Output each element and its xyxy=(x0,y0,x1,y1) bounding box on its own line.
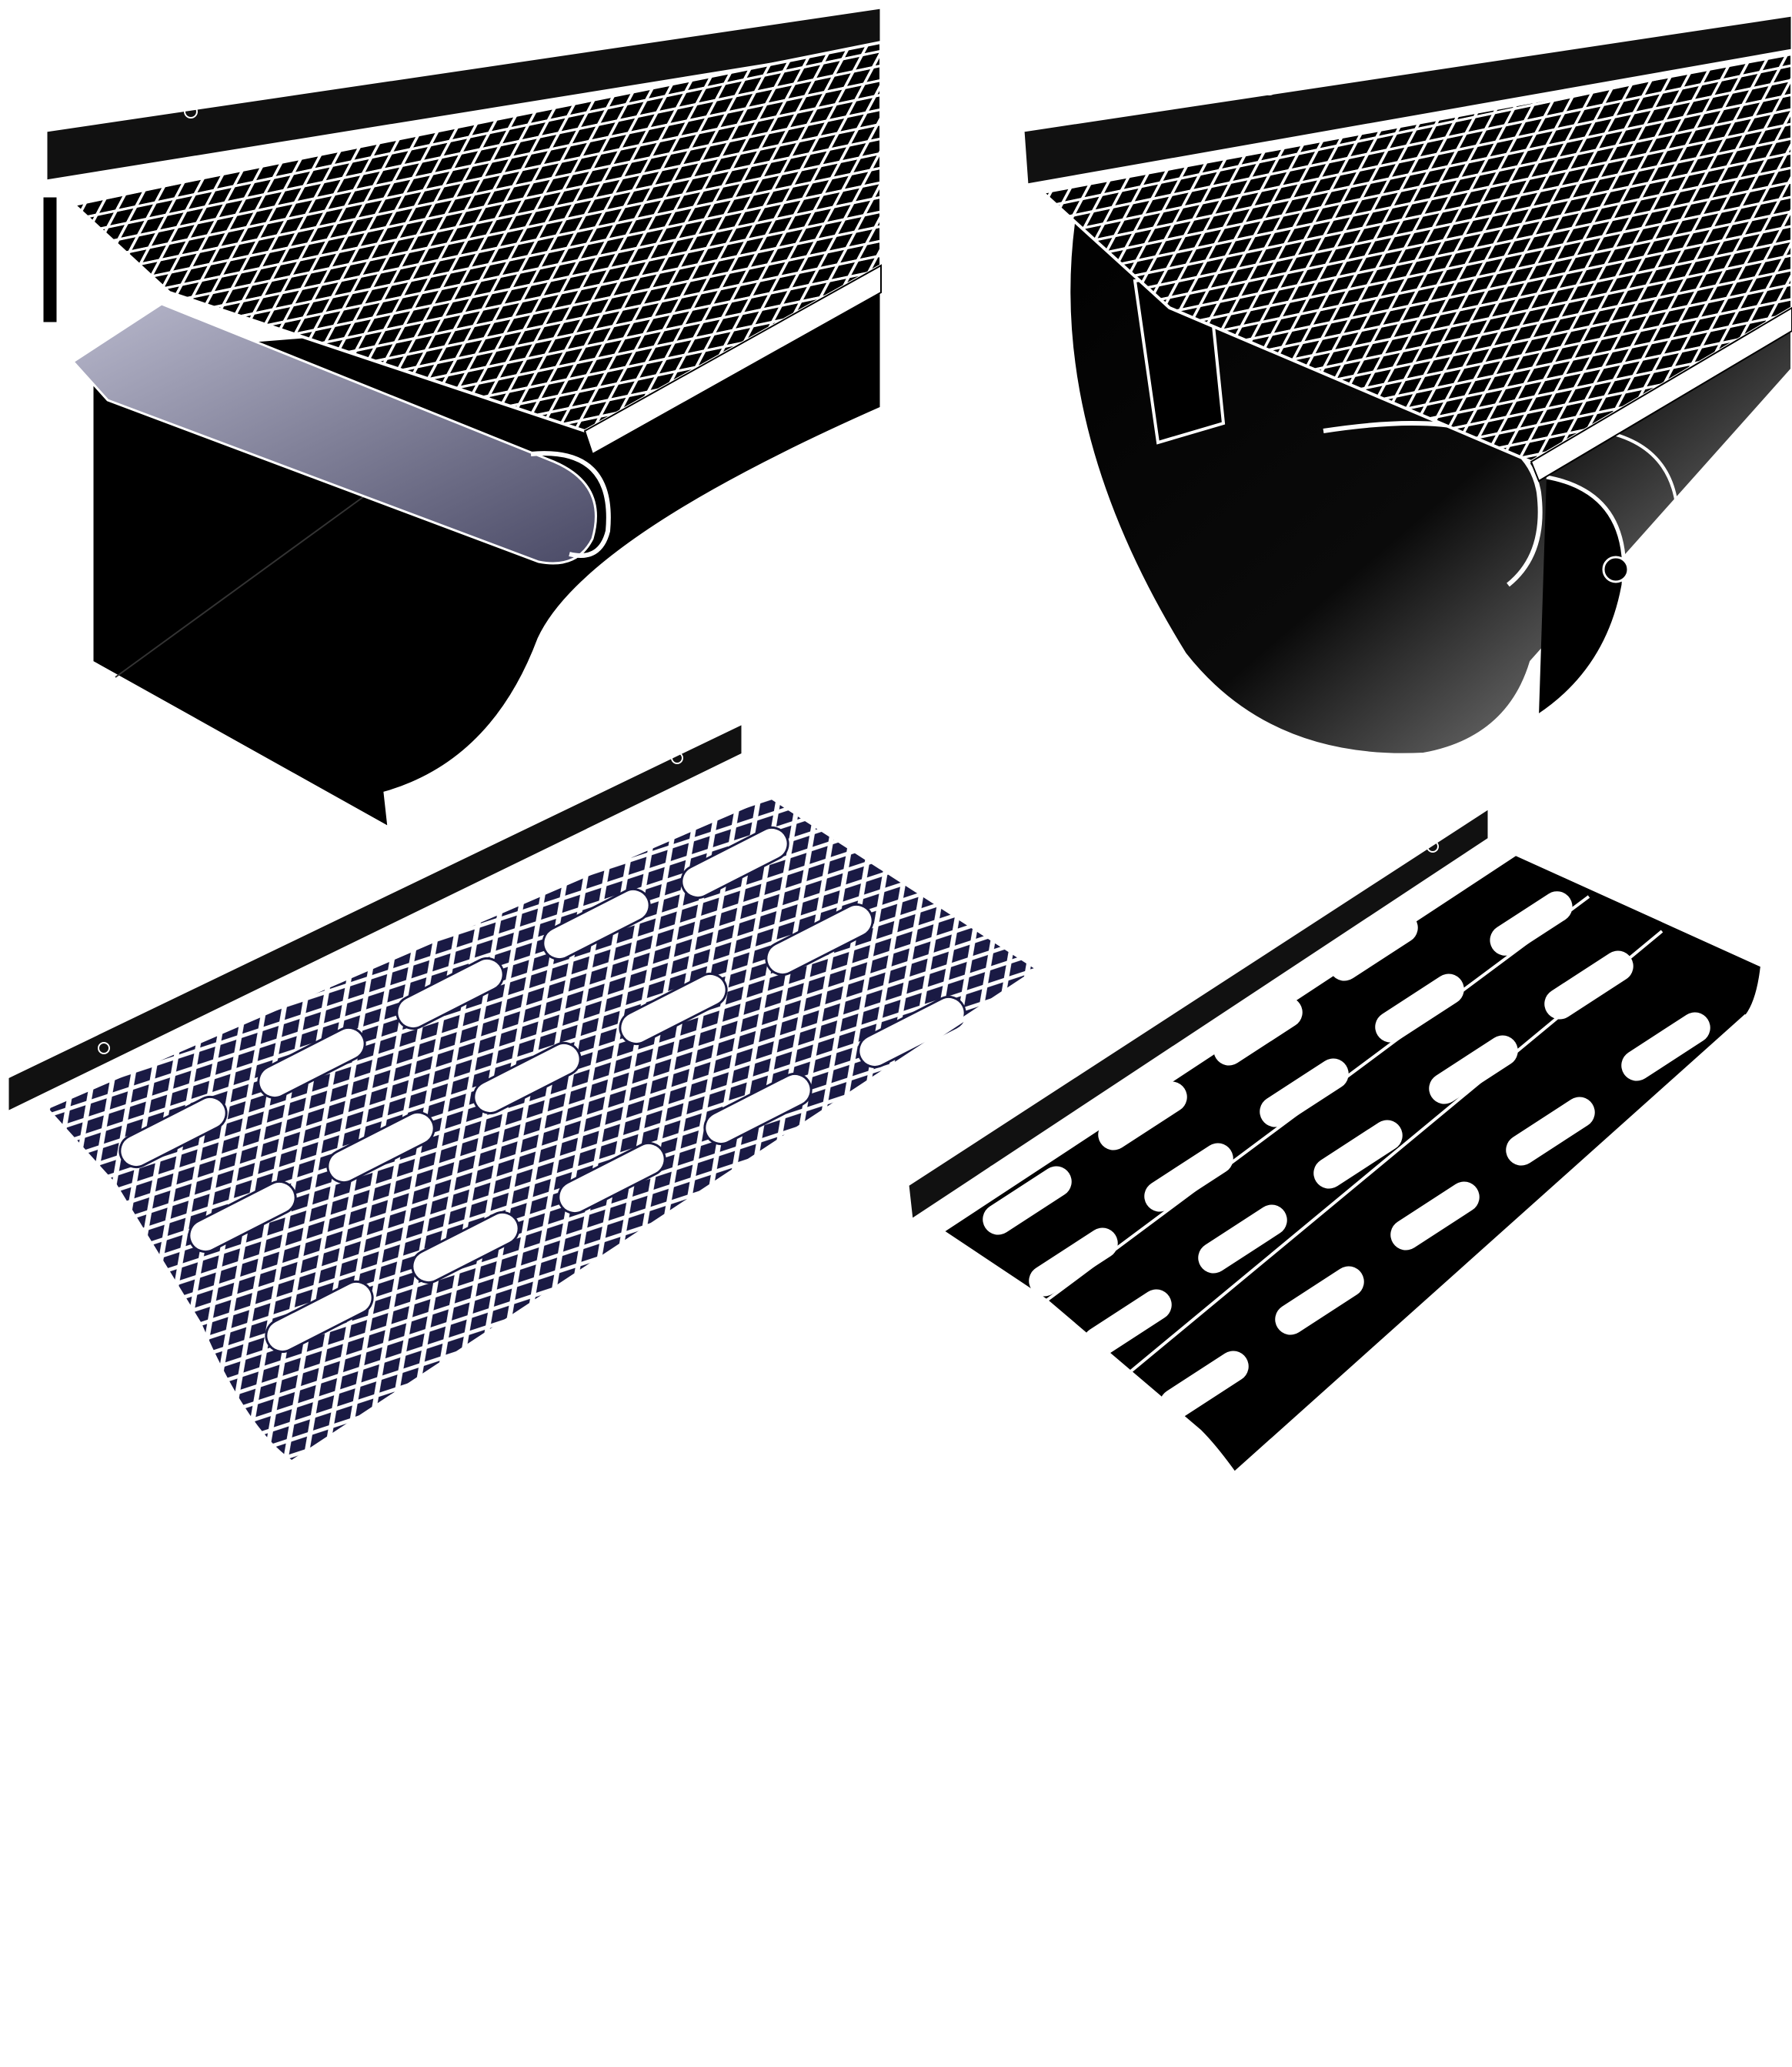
panel-slot xyxy=(557,1141,666,1215)
fastener-hole xyxy=(98,1042,110,1054)
panel-slot xyxy=(1490,891,1573,956)
panel-slot xyxy=(326,1110,435,1184)
mesh-panel-slots xyxy=(118,826,966,1354)
panel-slot xyxy=(1506,1097,1595,1166)
mesh-panel-front-edge xyxy=(291,967,1040,1464)
panel-slot xyxy=(1083,1289,1172,1358)
panel-slot xyxy=(188,1180,297,1254)
panel-slot xyxy=(619,972,728,1046)
panel-slot xyxy=(1098,1081,1187,1150)
panel-slot xyxy=(1198,1204,1287,1274)
fastener-hole xyxy=(671,752,683,764)
panel-front-edge xyxy=(1233,1013,1749,1476)
coupling-bolt xyxy=(1602,556,1630,583)
fastener-hole xyxy=(988,1165,1000,1177)
gutter-coupling-band-edge xyxy=(1599,429,1680,671)
round-gutter-rim xyxy=(1323,421,1543,587)
panel-slot xyxy=(1390,1181,1480,1251)
fastener-hole xyxy=(1427,840,1439,853)
panel-slot xyxy=(1621,1012,1710,1081)
panel-slot xyxy=(703,1072,813,1146)
panel-slot xyxy=(983,1166,1072,1235)
slotted-panel-figure xyxy=(906,806,1764,1476)
panel-slot xyxy=(1313,1120,1403,1189)
panel-slot xyxy=(472,1041,582,1115)
panel-slot xyxy=(1260,1058,1349,1127)
mesh-front-lip xyxy=(1530,306,1792,483)
panel-back-flange xyxy=(906,806,1490,1222)
panel-slot xyxy=(257,1026,366,1100)
panel-slot xyxy=(1275,1266,1364,1335)
panel-slot xyxy=(1329,912,1418,981)
panel-slot xyxy=(395,957,505,1030)
fastener-hole xyxy=(1263,82,1276,95)
panel-slot xyxy=(680,826,789,900)
gutter-coupling-band xyxy=(1537,475,1627,718)
panel-slot xyxy=(265,1280,374,1354)
panel-slot xyxy=(1029,1227,1118,1297)
k-gutter-ogee-edge xyxy=(387,452,882,830)
panel-slot xyxy=(1213,997,1303,1066)
half-round-gutter-figure xyxy=(1022,14,1792,756)
fastener-hole xyxy=(184,105,198,119)
mesh-guard-panel-figure xyxy=(6,721,1042,1464)
panel-slot xyxy=(542,887,651,961)
panel-slot xyxy=(765,903,874,977)
side-end-cap xyxy=(41,195,59,325)
k-gutter-floor-crease xyxy=(115,492,370,678)
panel-slot xyxy=(1544,950,1633,1020)
inner-channel-tray xyxy=(71,302,597,565)
panel-slot xyxy=(1160,1351,1249,1420)
solid-panel-slots xyxy=(983,891,1710,1420)
k-style-gutter-figure xyxy=(41,6,883,830)
mesh-front-lip xyxy=(583,264,882,456)
panel-slot xyxy=(118,1095,228,1169)
panel-slot xyxy=(1429,1035,1518,1104)
panel-slot xyxy=(1375,973,1464,1043)
panel-slot xyxy=(411,1210,520,1284)
half-round-back-flange xyxy=(1022,14,1792,186)
hanger-clip xyxy=(530,451,611,558)
panel-slot xyxy=(1144,1143,1233,1212)
panel-back-flange xyxy=(6,721,744,1114)
